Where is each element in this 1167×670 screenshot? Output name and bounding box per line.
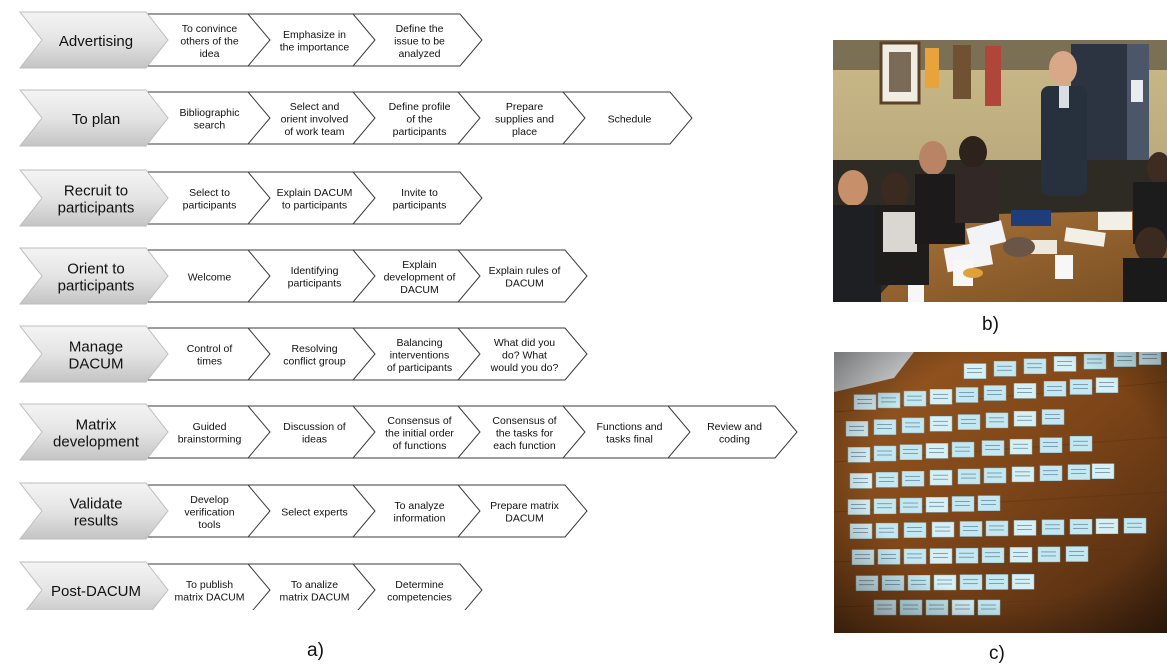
step-chevron (351, 563, 483, 610)
phase-chevron (18, 561, 169, 610)
step-chevron (456, 484, 588, 538)
phase-chevron (18, 89, 169, 147)
step-chevron (351, 171, 483, 225)
meeting-photo (833, 40, 1167, 302)
step-chevron (351, 13, 483, 67)
step-label: Welcome (188, 271, 232, 283)
step-label: Select experts (281, 506, 348, 518)
step-label: Schedule (608, 113, 652, 125)
step-chevron (666, 405, 798, 459)
phase-chevron (18, 403, 169, 461)
phase-chevron (18, 482, 169, 540)
phase-label: Advertising (59, 33, 133, 50)
phase-chevron (18, 325, 169, 383)
step-chevron (456, 327, 588, 381)
label-a: a) (307, 640, 324, 661)
label-b: b) (982, 314, 999, 335)
phase-label: Post-DACUM (51, 583, 141, 600)
phase-chevron (18, 247, 169, 305)
phase-chevron (18, 169, 169, 227)
phase-label: To plan (72, 111, 120, 128)
step-chevron (456, 249, 588, 303)
label-c: c) (989, 643, 1005, 664)
phase-chevron (18, 11, 169, 69)
sticky-notes-photo (834, 352, 1167, 633)
step-chevron (561, 91, 693, 145)
